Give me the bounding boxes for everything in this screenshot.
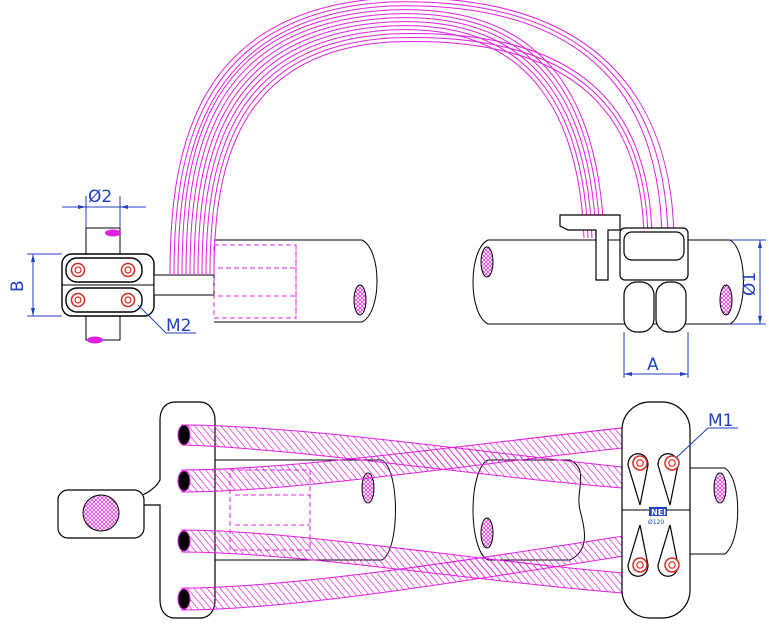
right-pipe-end-right <box>719 284 733 316</box>
right-clamp-view: A Ø1 <box>472 214 766 378</box>
label-a: A <box>647 355 659 375</box>
cable-bracket <box>559 214 621 281</box>
bolt-2 <box>120 262 136 278</box>
plan-cable-bands <box>177 424 651 611</box>
plan-pipe-end-3 <box>713 472 727 504</box>
plan-view: NEI Ø120 M1 <box>57 401 739 619</box>
left-clamp-view: M2 Ø2 B <box>8 187 378 344</box>
conductor-end-bottom <box>87 336 103 344</box>
label-phi1: Ø1 <box>740 272 760 296</box>
right-pipe <box>472 239 744 325</box>
label-phi2: Ø2 <box>88 187 112 207</box>
plan-bolts <box>632 455 680 573</box>
plan-small-conductor <box>82 494 120 532</box>
bolt-1 <box>70 262 86 278</box>
right-pipe-end-left <box>480 246 494 278</box>
left-pipe-end <box>353 284 367 316</box>
plan-bolt-1 <box>632 455 648 471</box>
bolt-3 <box>70 292 86 308</box>
left-pipe <box>214 239 378 323</box>
bolt-4 <box>120 292 136 308</box>
bolt-heads-left <box>70 262 136 308</box>
m2-leader <box>137 304 167 334</box>
right-clamp-body <box>619 227 689 281</box>
clamp-logo: NEI <box>651 508 666 517</box>
m1-leader <box>675 427 709 459</box>
plan-bolt-4 <box>664 557 680 573</box>
bolt-group-left <box>65 257 143 313</box>
label-m2: M2 <box>166 316 191 336</box>
plan-pipe-end-2 <box>480 517 494 549</box>
clamp-size-marking: Ø120 <box>648 519 664 526</box>
label-m1: M1 <box>708 411 733 431</box>
label-b: B <box>8 280 28 292</box>
plan-bolt-2 <box>664 455 680 471</box>
clamp-arm <box>153 274 215 296</box>
conductor-end-top <box>105 229 121 237</box>
plan-pipe-right <box>690 467 739 555</box>
sleeve-dashed <box>213 244 297 319</box>
cable-bundle-arc <box>169 0 675 276</box>
plan-bolt-3 <box>632 557 648 573</box>
